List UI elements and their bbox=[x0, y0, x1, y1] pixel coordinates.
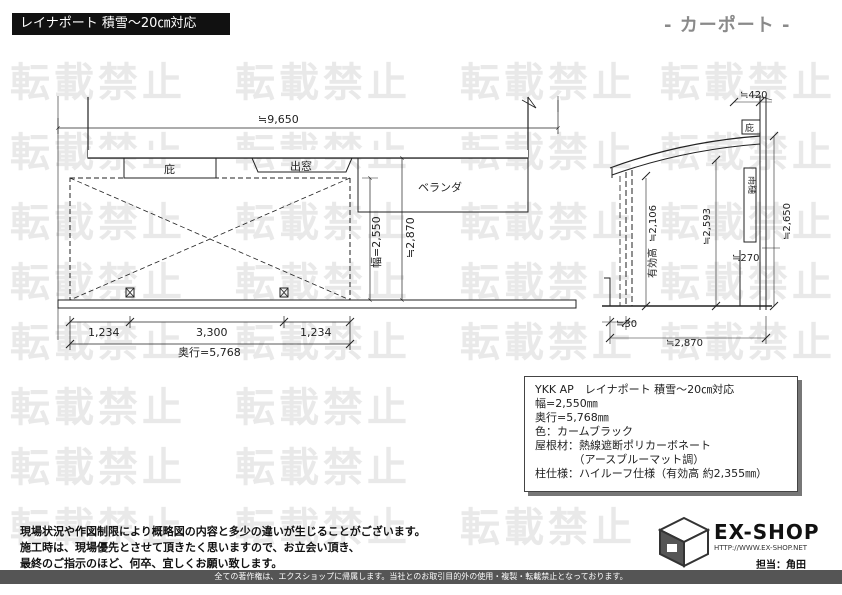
total-width-label: ≒9,650 bbox=[258, 113, 299, 126]
spec-width: 幅=2,550㎜ bbox=[535, 397, 598, 410]
section-view bbox=[602, 94, 780, 344]
watermark-text: 転載禁止 bbox=[460, 260, 636, 306]
watermark-text: 転載禁止 bbox=[10, 320, 186, 366]
watermark-text: 転載禁止 bbox=[235, 200, 411, 246]
effective-height-text: 有効高 bbox=[646, 248, 659, 278]
section-heading: - カーポート - bbox=[664, 15, 791, 36]
spec-roof-finish: （アースブルーマット調） bbox=[535, 453, 705, 466]
height-dim-label: ≒2,870 bbox=[404, 217, 417, 258]
height-2593-label: ≒2,593 bbox=[702, 208, 713, 245]
brand-name: EX-SHOP bbox=[714, 520, 820, 544]
watermark-text: 転載禁止 bbox=[235, 445, 411, 491]
staff-label: 担当：角田 bbox=[756, 560, 806, 571]
height-2650-label: ≒2,650 bbox=[782, 203, 793, 240]
watermark-text: 転載禁止 bbox=[235, 320, 411, 366]
watermark-text: 転載禁止 bbox=[660, 260, 836, 306]
watermark-text: 転載禁止 bbox=[10, 385, 186, 431]
logo-area: EX-SHOP HTTP://WWW.EX-SHOP.NET 担当：角田 bbox=[656, 514, 836, 571]
veranda-label: ベランダ bbox=[418, 180, 462, 194]
section-labels: ≒420 庇 雨樋 有効高 ≒2,106 ≒2,593 ≒2,650 ≒270 … bbox=[616, 90, 793, 349]
watermark-text: 転載禁止 bbox=[10, 200, 186, 246]
watermark-text: 転載禁止 bbox=[460, 60, 636, 106]
note-line: 現場状況や作図制限により概略図の内容と多少の違いが生じることがございます。 bbox=[20, 525, 426, 538]
spec-depth: 奥行=5,768㎜ bbox=[535, 411, 609, 424]
eave-gutter-label: 雨樋 bbox=[746, 176, 758, 194]
section-depth-label: ≒2,870 bbox=[666, 338, 703, 349]
spec-box: YKK AP レイナポート 積雪～20㎝対応 幅=2,550㎜ 奥行=5,768… bbox=[524, 376, 798, 492]
top-offset-label: ≒420 bbox=[740, 90, 767, 101]
page-title: レイナポート 積雪～20㎝対応 bbox=[12, 13, 230, 35]
depth-label: 奥行=5,768 bbox=[178, 345, 241, 359]
section-hisashi-label: 庇 bbox=[745, 122, 754, 134]
depth-270-label: ≒270 bbox=[732, 253, 759, 264]
watermark-text: 転載禁止 bbox=[460, 505, 636, 551]
spec-roof: 屋根材：熱線遮断ポリカーボネート bbox=[535, 439, 711, 452]
span-center-label: 3,300 bbox=[196, 326, 228, 339]
watermark-text: 転載禁止 bbox=[10, 445, 186, 491]
copyright-footer: 全ての著作権は、エクスショップに帰属します。当社とのお取引目的外の使用・複製・転… bbox=[0, 570, 842, 584]
watermark-text: 転載禁止 bbox=[660, 60, 836, 106]
spec-color: 色：カームブラック bbox=[535, 425, 634, 438]
effective-height-value: ≒2,106 bbox=[648, 205, 659, 242]
watermark-text: 転載禁止 bbox=[10, 260, 186, 306]
plan-view bbox=[56, 96, 577, 350]
note-line: 施工時は、現場優先とさせて頂きたく思いますので、お立会い頂き、 bbox=[20, 541, 360, 554]
width-dim-label: 幅=2,550 bbox=[370, 216, 383, 268]
span-left-label: 1,234 bbox=[88, 326, 120, 339]
brand-url[interactable]: HTTP://WWW.EX-SHOP.NET bbox=[714, 544, 808, 552]
watermark-text: 転載禁止 bbox=[10, 60, 186, 106]
watermark-text: 転載禁止 bbox=[10, 505, 186, 551]
depth-30-label: ≒30 bbox=[616, 319, 637, 330]
watermark-text: 転載禁止 bbox=[235, 385, 411, 431]
watermark-text: 転載禁止 bbox=[460, 200, 636, 246]
hisashi-label: 庇 bbox=[164, 162, 175, 176]
watermark-text: 転載禁止 bbox=[235, 60, 411, 106]
watermark-text: 転載禁止 bbox=[460, 320, 636, 366]
watermark-text: 転載禁止 bbox=[235, 260, 411, 306]
spec-product: YKK AP レイナポート 積雪～20㎝対応 bbox=[535, 383, 735, 396]
ex-shop-cube-icon bbox=[658, 516, 710, 568]
watermark-text: 転載禁止 bbox=[660, 320, 836, 366]
plan-labels: ≒9,650 庇 出窓 ベランダ 1,234 3,300 1,234 奥行=5,… bbox=[88, 113, 462, 359]
notes-block: 現場状況や作図制限により概略図の内容と多少の違いが生じることがございます。 施工… bbox=[20, 524, 426, 572]
watermark-text: 転載禁止 bbox=[660, 200, 836, 246]
note-line: 最終のご指示のほど、何卒、宜しくお願い致します。 bbox=[20, 557, 283, 570]
demado-label: 出窓 bbox=[290, 159, 312, 173]
span-right-label: 1,234 bbox=[300, 326, 332, 339]
watermark-text: 転載禁止 bbox=[235, 505, 411, 551]
spec-post: 柱仕様：ハイルーフ仕様（有効高 約2,355㎜） bbox=[535, 467, 768, 480]
